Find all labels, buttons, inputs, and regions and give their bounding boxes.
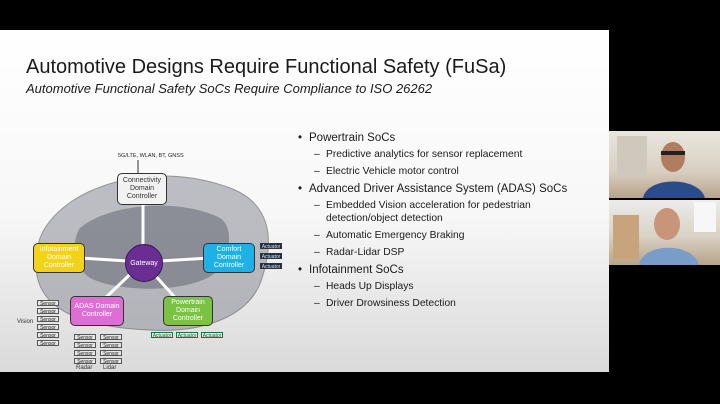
sensor-tag: Sensor xyxy=(37,332,59,339)
bullet-list: Powertrain SoCs Predictive analytics for… xyxy=(298,131,604,314)
infotainment-domain-controller: Infotainment Domain Controller xyxy=(33,243,85,273)
sensor-tag: Sensor xyxy=(37,340,59,347)
participant-video-1 xyxy=(609,131,720,198)
actuator-tag: Actuator xyxy=(260,243,282,250)
slide-subtitle: Automotive Functional Safety SoCs Requir… xyxy=(26,81,433,96)
sensor-tag: Sensor xyxy=(74,342,96,349)
adas-domain-controller: ADAS Domain Controller xyxy=(70,296,124,326)
lidar-label: Lidar xyxy=(103,365,117,371)
radar-label: Radar xyxy=(76,365,93,371)
participant-silhouette-icon xyxy=(613,202,716,265)
gateway-node: Gateway xyxy=(125,244,163,282)
sub-bullet: Predictive analytics for sensor replacem… xyxy=(298,148,604,161)
sub-bullet: Automatic Emergency Braking xyxy=(298,229,604,242)
sensor-tag: Sensor xyxy=(74,334,96,341)
actuator-tag: Actuator xyxy=(151,332,173,339)
slide-title: Automotive Designs Require Functional Sa… xyxy=(26,56,507,78)
sub-bullet: Embedded Vision acceleration for pedestr… xyxy=(298,199,604,225)
sub-bullet: Driver Drowsiness Detection xyxy=(298,297,604,310)
actuator-tag: Actuator xyxy=(176,332,198,339)
actuator-tag: Actuator xyxy=(260,253,282,260)
participant-video-2 xyxy=(609,200,720,265)
bullet-infotainment: Infotainment SoCs xyxy=(298,263,604,277)
sensor-tag: Sensor xyxy=(37,300,59,307)
sensor-tag: Sensor xyxy=(37,316,59,323)
connectivity-domain-controller: Connectivity Domain Controller xyxy=(117,173,167,205)
sensor-tag: Sensor xyxy=(37,308,59,315)
bullet-adas: Advanced Driver Assistance System (ADAS)… xyxy=(298,182,604,196)
sub-bullet: Heads Up Displays xyxy=(298,280,604,293)
sub-bullet: Electric Vehicle motor control xyxy=(298,165,604,178)
sensor-tag: Sensor xyxy=(37,324,59,331)
antenna-label: 5G/LTE, WLAN, BT, GNSS xyxy=(118,153,184,159)
sensor-tag: Sensor xyxy=(100,350,122,357)
architecture-diagram: 5G/LTE, WLAN, BT, GNSS Connectivity Doma… xyxy=(0,118,290,372)
sensor-tag: Sensor xyxy=(100,358,122,365)
sensor-tag: Sensor xyxy=(74,358,96,365)
actuator-tag: Actuator xyxy=(260,263,282,270)
comfort-domain-controller: Comfort Domain Controller xyxy=(203,243,255,273)
actuator-tag: Actuator xyxy=(201,332,223,339)
powertrain-domain-controller: Powertrain Domain Controller xyxy=(163,296,213,326)
vision-label: Vision xyxy=(17,319,34,325)
sensor-tag: Sensor xyxy=(100,342,122,349)
presentation-slide: Automotive Designs Require Functional Sa… xyxy=(0,30,609,372)
sensor-tag: Sensor xyxy=(74,350,96,357)
sub-bullet: Radar-Lidar DSP xyxy=(298,246,604,259)
bullet-powertrain: Powertrain SoCs xyxy=(298,131,604,145)
participant-silhouette-icon xyxy=(617,136,705,198)
sensor-tag: Sensor xyxy=(100,334,122,341)
